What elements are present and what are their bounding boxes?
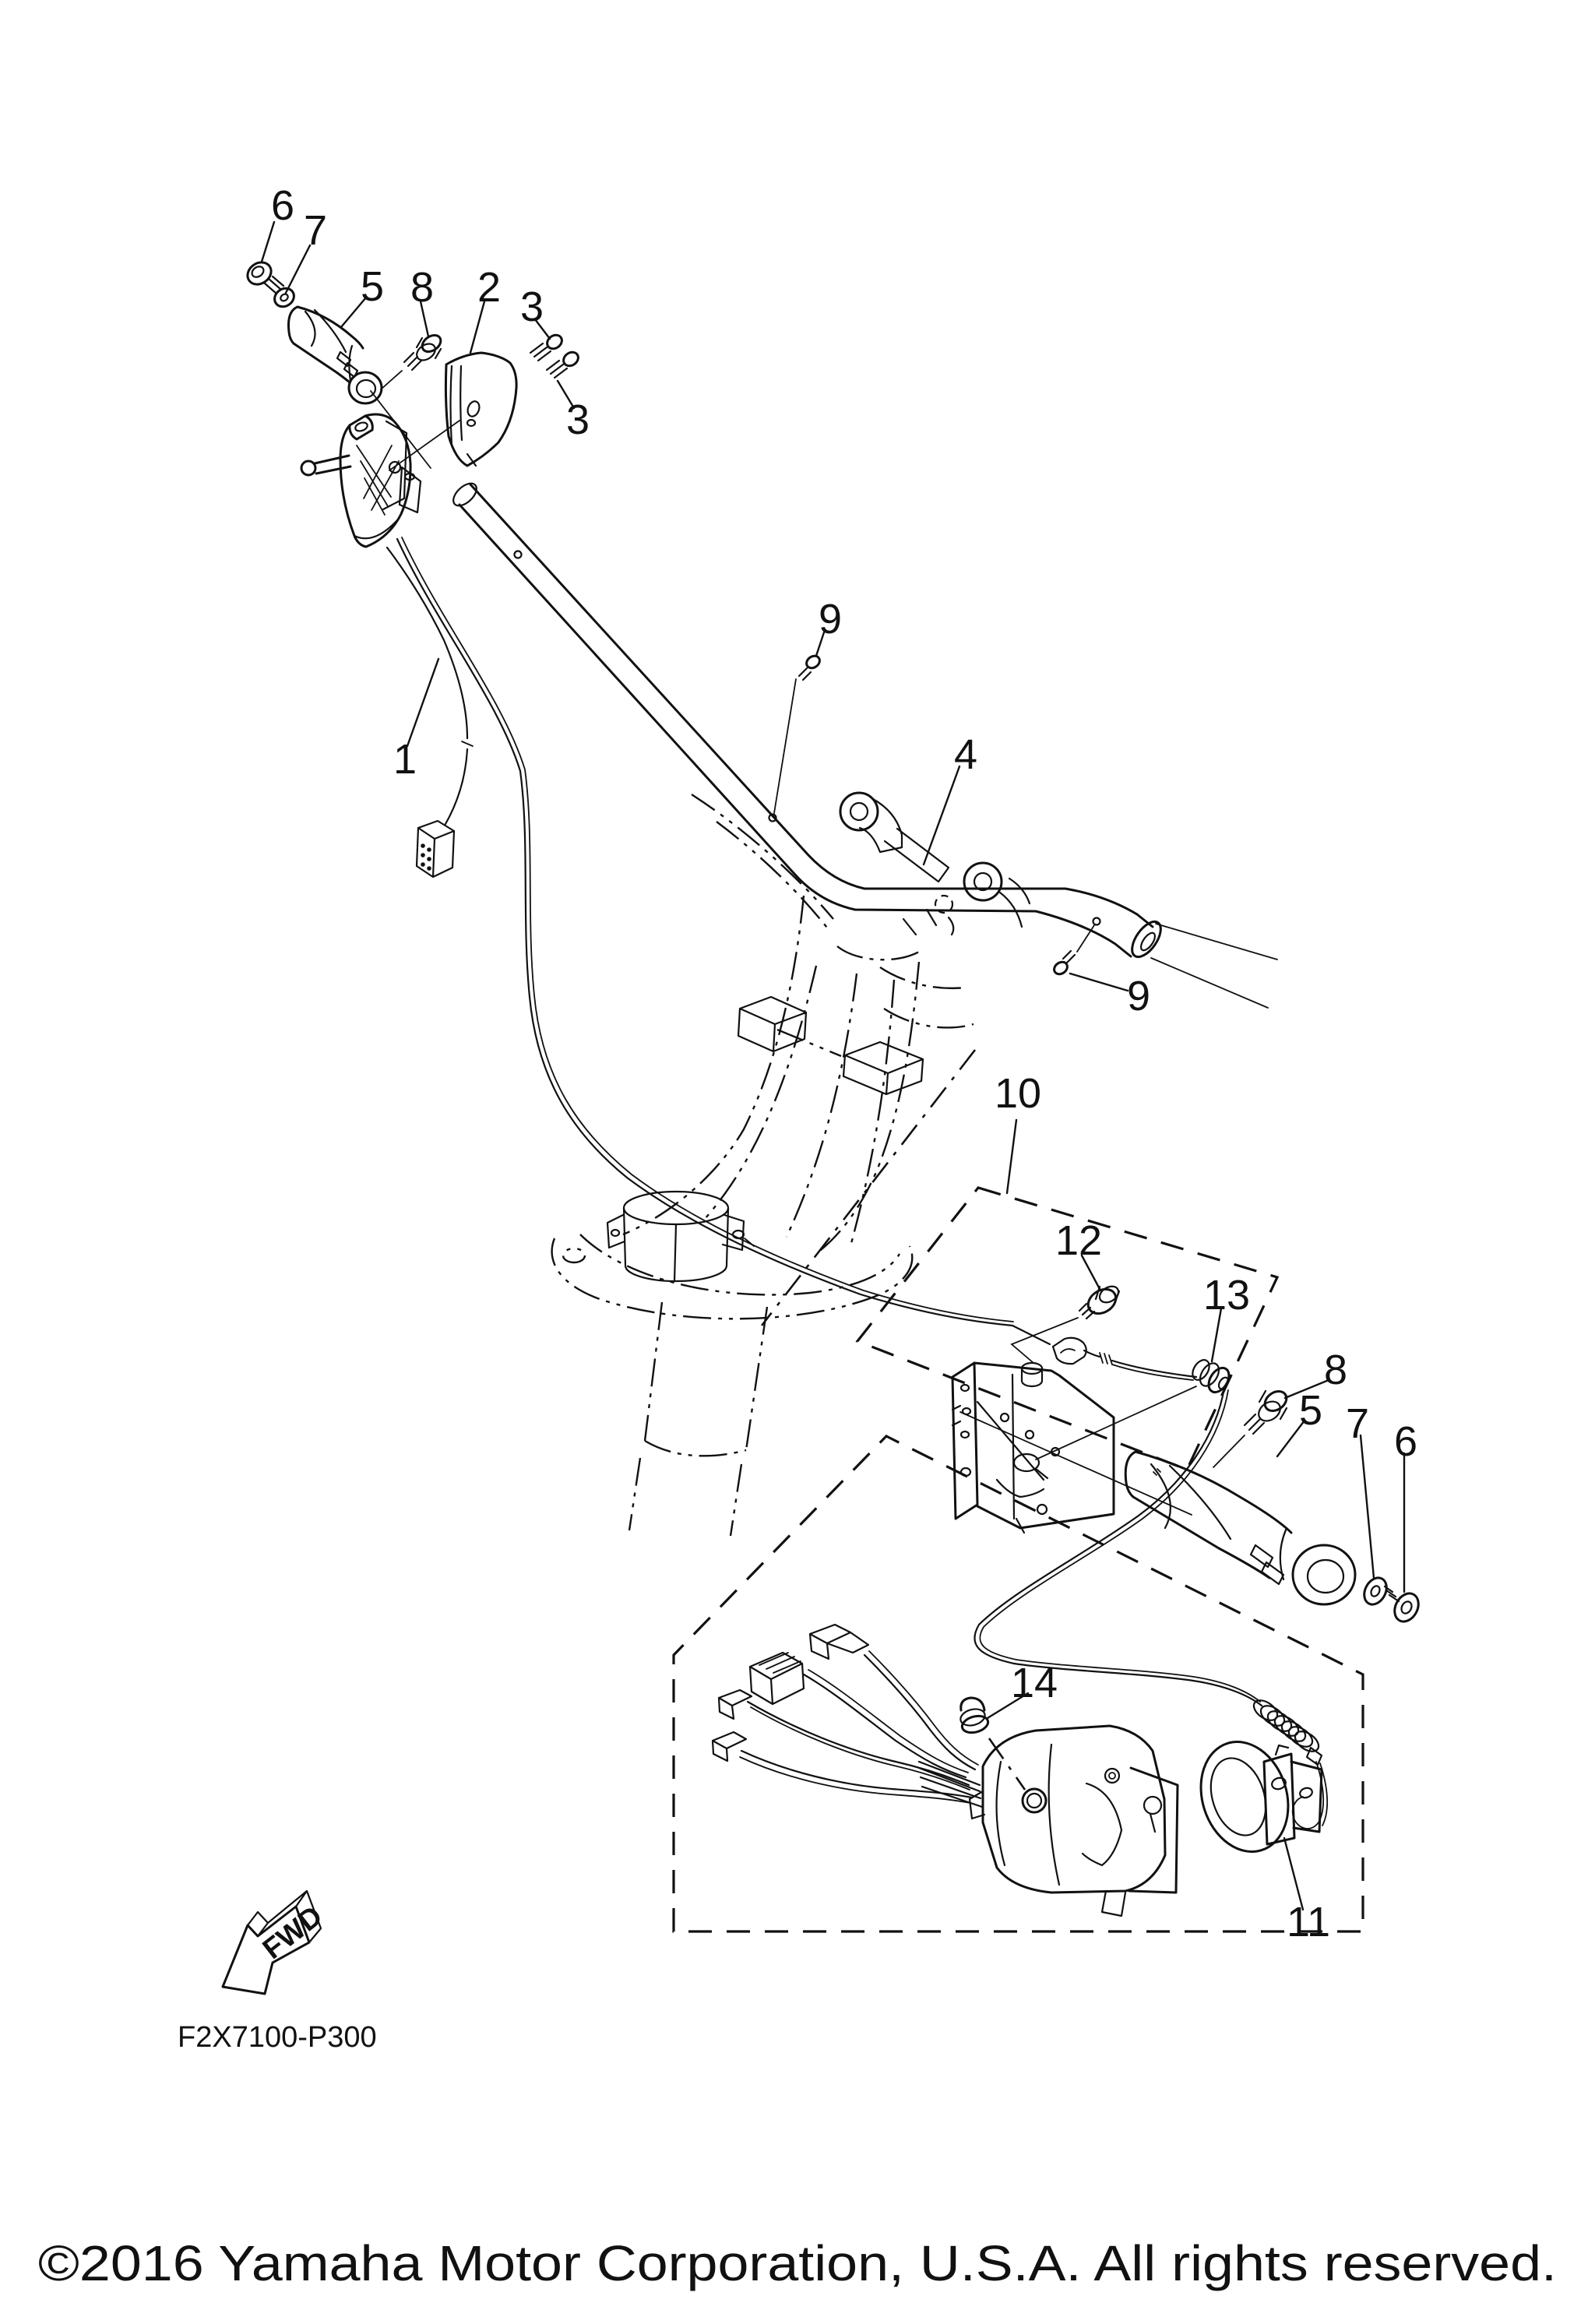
bolt-12 — [1010, 1285, 1121, 1364]
callout-13: 13 — [1203, 1272, 1250, 1319]
washer-7-left — [273, 287, 295, 308]
bar-end-cap — [1131, 920, 1162, 959]
callout-4: 4 — [954, 731, 977, 778]
callout-8: 8 — [1324, 1347, 1347, 1393]
main-switch-assembly — [917, 1724, 1179, 1917]
callout-14: 14 — [1011, 1660, 1058, 1706]
switch-housing-2 — [444, 351, 518, 467]
callout-2: 2 — [477, 264, 501, 311]
switch-button-boss — [1021, 1787, 1047, 1814]
callout-11: 11 — [1287, 1899, 1330, 1945]
screw-6-left — [246, 261, 285, 295]
callout-leader-lines — [260, 220, 1406, 1911]
engine-stop-lanyard — [974, 1386, 1329, 1829]
callout-8: 8 — [410, 264, 434, 311]
callout-9: 9 — [819, 596, 842, 643]
callout-9: 9 — [1127, 973, 1150, 1019]
harness-connectors — [711, 1623, 979, 1804]
washer-7-right — [1363, 1576, 1388, 1606]
riser-clamp-blocks — [737, 995, 924, 1096]
bolt-8-right — [1213, 1389, 1288, 1468]
callout-1: 1 — [393, 736, 417, 783]
bar-clamp-ears — [839, 791, 1031, 936]
kit-box-dashed — [672, 1049, 1364, 1933]
part-code-label: F2X7100-P300 — [178, 2021, 377, 2054]
callout-3: 3 — [566, 396, 590, 443]
screw-9-upper — [773, 654, 821, 814]
callout-5: 5 — [361, 263, 384, 310]
sub-assembly-box-10 — [855, 1186, 1280, 1472]
screw-6-right — [1383, 1585, 1420, 1623]
lever-wire-and-connector — [386, 546, 474, 879]
lanyard-coil-spring — [1252, 1699, 1320, 1752]
assembly-axis-lines-top — [370, 390, 460, 471]
callout-3: 3 — [520, 283, 544, 330]
steering-shaft-clamp — [606, 1190, 755, 1283]
callout-12: 12 — [1055, 1217, 1102, 1264]
lanyard-cable-hook — [1051, 1336, 1198, 1381]
button-14 — [959, 1696, 990, 1734]
bar-screw-hole — [768, 813, 777, 822]
keyhole — [1143, 1795, 1163, 1815]
cable-bracket-assembly — [951, 1361, 1192, 1534]
screw-3b — [545, 350, 579, 379]
callout-7: 7 — [304, 207, 327, 254]
callout-6: 6 — [1394, 1418, 1417, 1465]
throttle-cable — [396, 537, 1051, 1346]
screw-9-lower — [1053, 924, 1095, 976]
copyright-text: ©2016 Yamaha Motor Corporation, U.S.A. A… — [38, 2235, 1557, 2291]
bolt-8-left — [380, 334, 442, 390]
lever-knob — [300, 460, 317, 477]
callout-10: 10 — [995, 1070, 1041, 1117]
screw-3a — [529, 333, 563, 362]
bar-screw-hole — [1092, 917, 1101, 926]
callout-5: 5 — [1299, 1387, 1322, 1434]
bar-screw-hole — [513, 550, 523, 559]
bar-left-end — [452, 482, 477, 507]
grommet-13 — [1035, 1359, 1231, 1460]
callout-6: 6 — [271, 182, 294, 229]
lanyard-clip-11 — [1199, 1741, 1323, 1853]
callout-7: 7 — [1346, 1400, 1369, 1447]
